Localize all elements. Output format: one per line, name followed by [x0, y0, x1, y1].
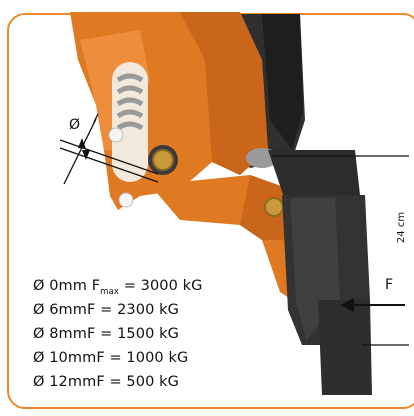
height-label: 24 cm: [396, 211, 408, 244]
diameter-dimension: [59, 113, 159, 185]
force-label: F: [385, 277, 394, 293]
dark-plate-edge: [262, 14, 303, 150]
spring-coils: [116, 73, 144, 131]
legend-line-6mm: Ø 6mmF = 2300 kG: [33, 302, 179, 318]
dark-shank-tip: [318, 300, 372, 395]
bolt-top: [108, 127, 124, 143]
legend-line-8mm: Ø 8mmF = 1500 kG: [33, 326, 179, 342]
legend-line-0mm: Ø 0mm Fmax = 3000 kG: [33, 278, 203, 297]
orange-bracket-shade: [180, 12, 268, 175]
diameter-arrow-bottom: [82, 150, 90, 160]
diameter-label: Ø: [69, 117, 81, 133]
bolt-bottom: [118, 192, 134, 208]
legend-line-12mm: Ø 12mmF = 500 kG: [33, 374, 179, 390]
shear-bolt: [152, 149, 174, 171]
force-arrow: [340, 298, 405, 312]
pivot-bolt: [264, 197, 284, 217]
height-dimension: [272, 155, 409, 346]
legend-line-10mm: Ø 10mmF = 1000 kG: [33, 350, 189, 366]
diameter-arrow-top: [78, 138, 86, 149]
